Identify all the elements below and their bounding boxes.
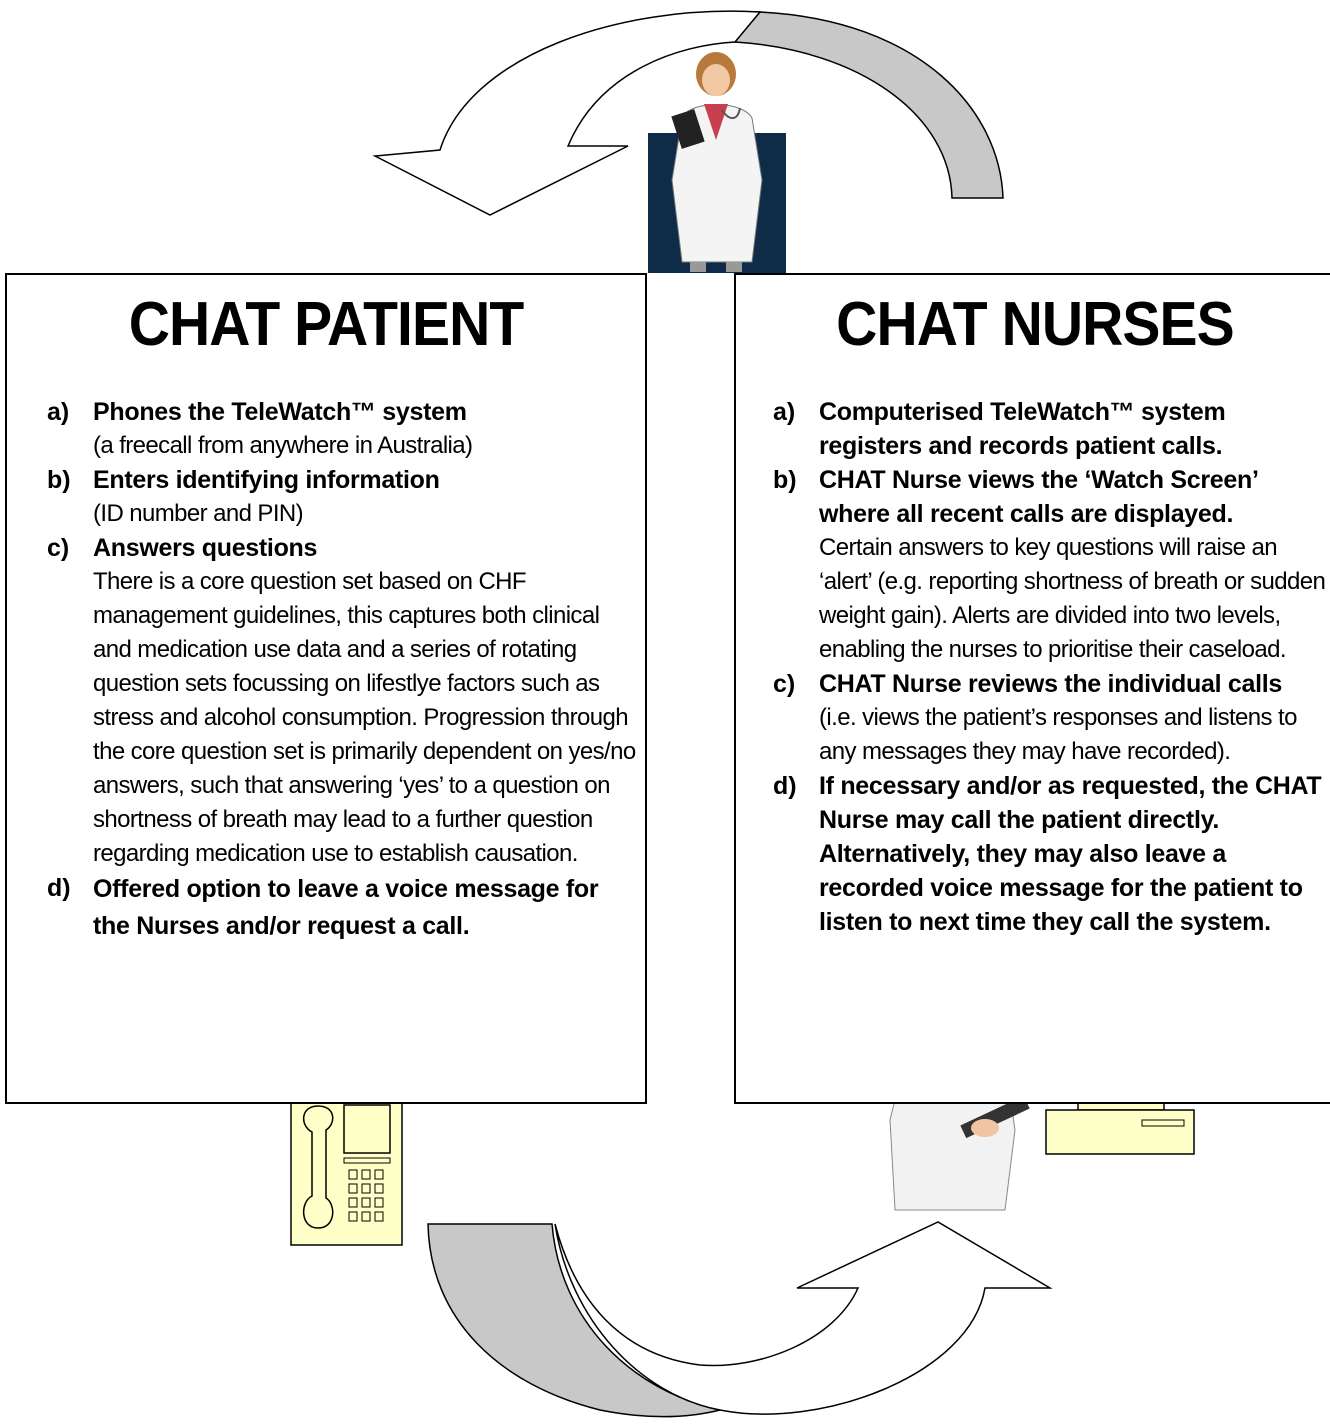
step-heading: Enters identifying information <box>93 466 440 494</box>
step-detail: (ID number and PIN) <box>93 500 304 527</box>
nurse-step-c: c) CHAT Nurse reviews the individual cal… <box>773 667 1330 769</box>
step-heading: Computerised TeleWatch™ system registers… <box>819 398 1226 460</box>
patient-step-c: c) Answers questions There is a core que… <box>47 531 637 871</box>
step-heading: Offered option to leave a voice message … <box>93 875 599 940</box>
step-letter: d) <box>773 772 797 800</box>
patient-step-b: b) Enters identifying information (ID nu… <box>47 463 637 531</box>
telephone-icon <box>290 1090 403 1246</box>
step-heading: Answers questions <box>93 534 318 562</box>
patient-steps: a) Phones the TeleWatch™ system (a freec… <box>47 395 637 945</box>
doctor-icon <box>648 52 786 273</box>
step-letter: d) <box>47 874 71 902</box>
nurse-steps: a) Computerised TeleWatch™ system regist… <box>773 395 1330 939</box>
nurse-step-b: b) CHAT Nurse views the ‘Watch Screen’ w… <box>773 463 1330 667</box>
chat-nurses-title: CHAT NURSES <box>836 290 1235 359</box>
chat-patient-title: CHAT PATIENT <box>128 290 524 359</box>
bottom-cycle-arrow <box>427 1221 1053 1418</box>
step-heading: CHAT Nurse views the ‘Watch Screen’ wher… <box>819 466 1258 528</box>
chat-patient-panel: CHAT PATIENT a) Phones the TeleWatch™ sy… <box>5 273 647 1104</box>
patient-step-d: d) Offered option to leave a voice messa… <box>47 871 637 945</box>
step-heading: CHAT Nurse reviews the individual calls <box>819 670 1282 698</box>
step-letter: b) <box>773 466 797 494</box>
patient-step-a: a) Phones the TeleWatch™ system (a freec… <box>47 395 637 463</box>
nurse-step-d: d) If necessary and/or as requested, the… <box>773 769 1330 939</box>
chat-nurses-panel: CHAT NURSES a) Computerised TeleWatch™ s… <box>734 273 1330 1104</box>
nurse-step-a: a) Computerised TeleWatch™ system regist… <box>773 395 1330 463</box>
step-heading: If necessary and/or as requested, the CH… <box>819 772 1322 936</box>
step-letter: c) <box>47 534 70 562</box>
step-detail: Certain answers to key questions will ra… <box>819 534 1326 663</box>
step-detail: (i.e. views the patient’s responses and … <box>819 704 1297 765</box>
step-detail: (a freecall from anywhere in Australia) <box>93 432 473 459</box>
step-letter: a) <box>773 398 796 426</box>
step-letter: b) <box>47 466 71 494</box>
step-letter: a) <box>47 398 70 426</box>
step-detail: There is a core question set based on CH… <box>93 568 636 867</box>
step-heading: Phones the TeleWatch™ system <box>93 398 467 426</box>
step-letter: c) <box>773 670 796 698</box>
top-cycle-arrow <box>372 10 1004 216</box>
